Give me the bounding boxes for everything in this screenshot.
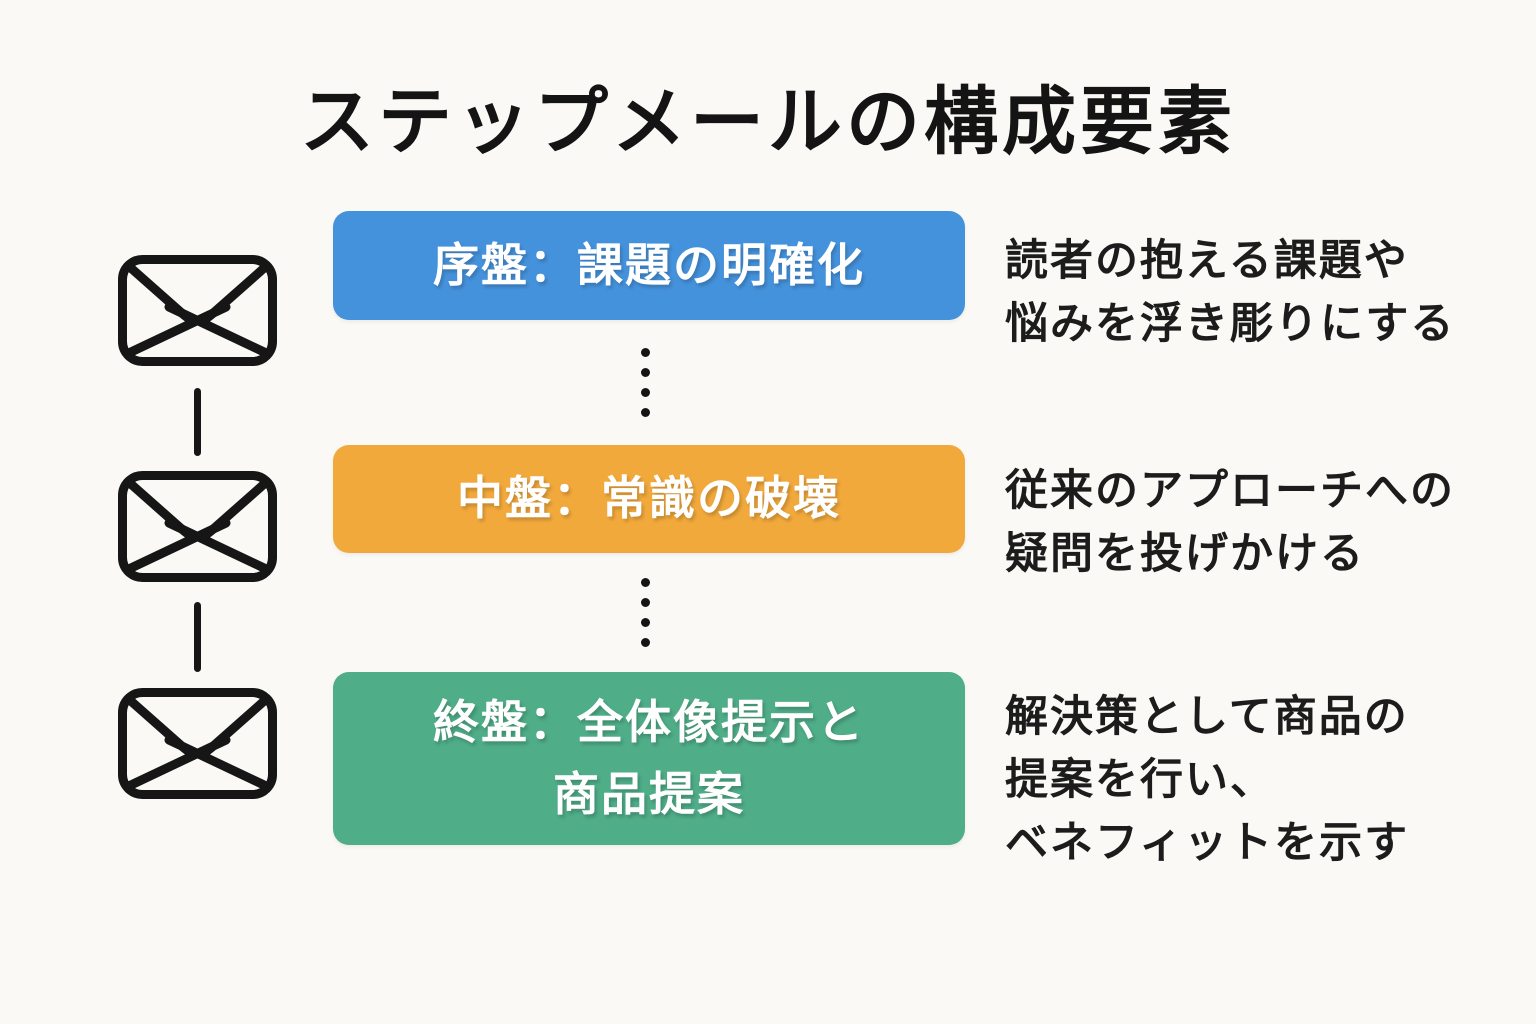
dot <box>641 348 650 357</box>
dot <box>641 408 650 417</box>
description-line: 疑問を投げかける <box>1005 530 1365 578</box>
step-box-middle: 中盤：常識の破壊 <box>333 445 965 553</box>
dot <box>641 638 650 647</box>
envelope-icon <box>118 471 277 582</box>
description-line: 提案を行い、 <box>1005 756 1275 804</box>
step-label: 中盤：常識の破壊 <box>457 472 841 525</box>
dot <box>641 388 650 397</box>
step-label: 序盤：課題の明確化 <box>433 238 865 291</box>
step-description-intro: 読者の抱える課題や 悩みを浮き彫りにする <box>1005 230 1505 356</box>
description-line: 従来のアプローチへの <box>1005 467 1455 515</box>
envelope-connector-line <box>194 388 201 456</box>
step-description-middle: 従来のアプローチへの 疑問を投げかける <box>1005 460 1505 586</box>
dot <box>641 368 650 377</box>
step-box-final: 終盤：全体像提示と 商品提案 <box>333 672 965 845</box>
envelope-connector-line <box>194 602 201 672</box>
envelope-icon <box>118 688 277 799</box>
step-label: 終盤：全体像提示と <box>433 696 865 749</box>
envelope-icon <box>118 255 277 366</box>
description-line: 解決策として商品の <box>1005 693 1409 741</box>
description-line: ベネフィットを示す <box>1005 819 1410 867</box>
dot <box>641 578 650 587</box>
step-box-intro: 序盤：課題の明確化 <box>333 211 965 320</box>
step-description-final: 解決策として商品の 提案を行い、 ベネフィットを示す <box>1005 686 1505 875</box>
dotted-connector <box>641 348 650 417</box>
description-line: 悩みを浮き彫りにする <box>1005 300 1456 348</box>
description-line: 読者の抱える課題や <box>1005 237 1409 285</box>
dot <box>641 598 650 607</box>
dot <box>641 618 650 627</box>
dotted-connector <box>641 578 650 647</box>
page-title: ステップメールの構成要素 <box>300 80 1236 163</box>
step-label: 商品提案 <box>553 767 745 820</box>
